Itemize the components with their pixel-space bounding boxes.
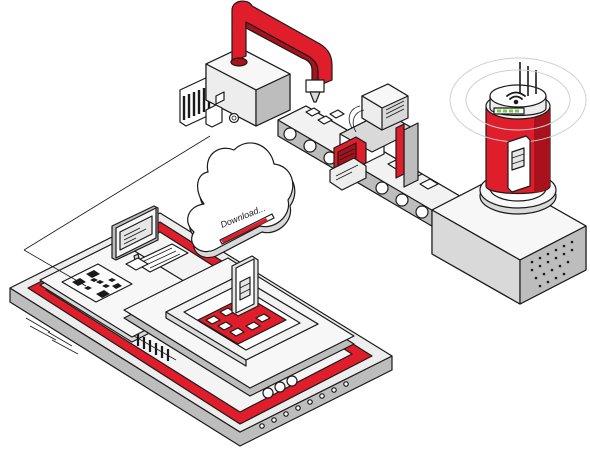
pump-machine: [179, 0, 333, 128]
vent-holes: [530, 240, 574, 288]
desktop-monitor-icon: [111, 205, 159, 271]
programmed-sim-card: [507, 135, 531, 193]
phone-round-buttons: [262, 375, 298, 399]
press-station: [329, 83, 419, 191]
status-leds: [493, 107, 525, 115]
cloud-icon: Download...: [187, 142, 296, 259]
download-progress-bar: [219, 213, 275, 245]
esim-station: [431, 57, 587, 305]
phone-speaker-dots: [259, 381, 349, 429]
sim-card-icon: [197, 255, 287, 345]
wifi-icon: [506, 91, 526, 105]
